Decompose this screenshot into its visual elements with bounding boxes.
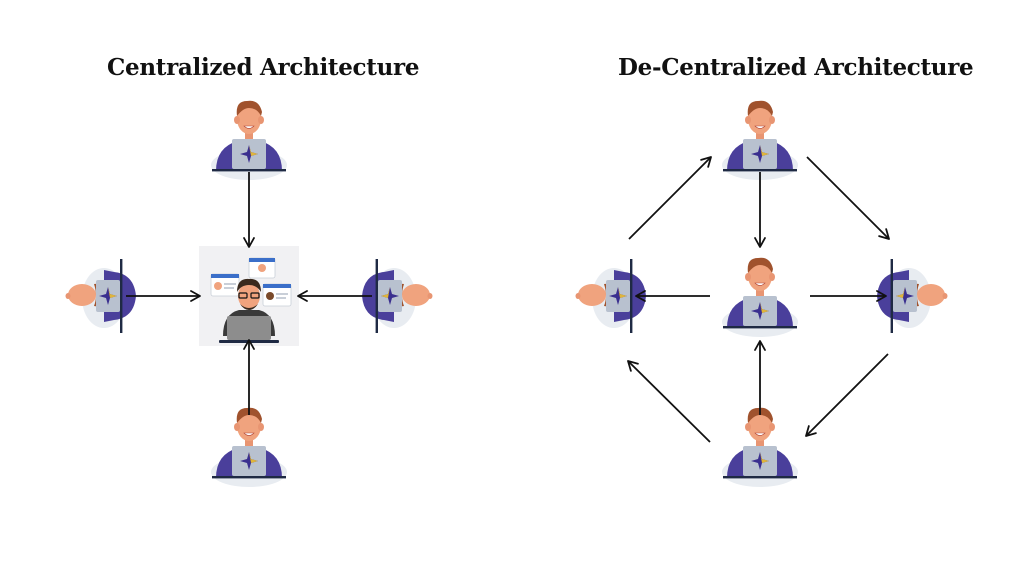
arrow-icon — [628, 156, 712, 240]
user-laptop-icon — [575, 259, 646, 333]
decentralized-title: De-Centralized Architecture — [618, 54, 974, 81]
central-server-icon — [198, 245, 300, 347]
arrow-icon — [806, 156, 890, 240]
centralized-title: Centralized Architecture — [107, 54, 420, 81]
arrow-icon — [805, 353, 889, 437]
user-laptop-icon — [877, 259, 948, 333]
user-laptop-icon — [721, 407, 799, 488]
user-laptop-icon — [721, 257, 799, 338]
arrow-icon — [627, 360, 711, 443]
user-laptop-icon — [362, 259, 433, 333]
user-laptop-icon — [210, 407, 288, 488]
user-laptop-icon — [210, 100, 288, 181]
user-laptop-icon — [65, 259, 136, 333]
user-laptop-icon — [721, 100, 799, 181]
